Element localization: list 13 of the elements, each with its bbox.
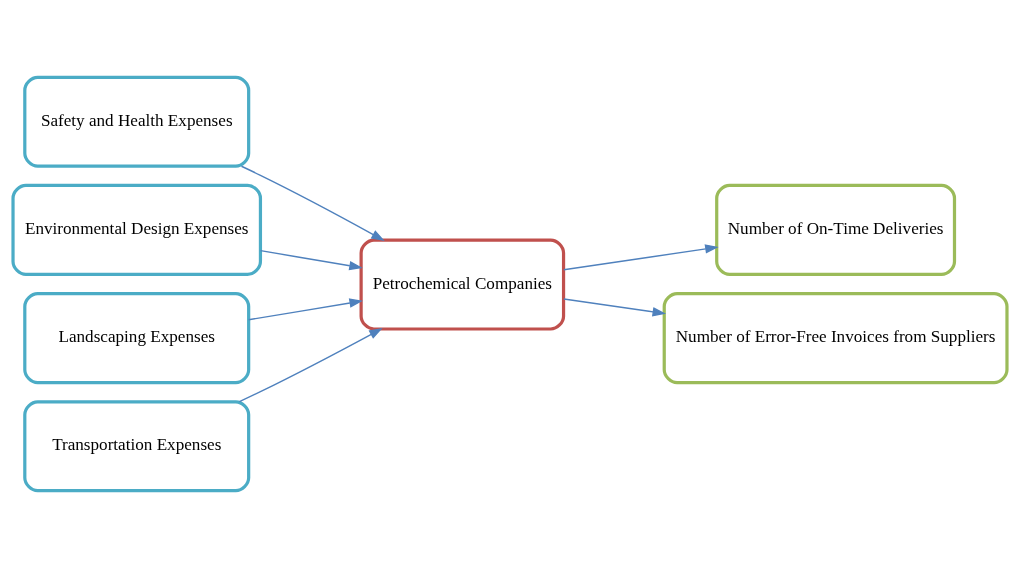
node-box: Number of On-Time Deliveries [715,183,957,276]
arrow [563,297,667,316]
node-box: Number of Error-Free Invoices from Suppliers [662,291,1009,384]
node-box: Landscaping Expenses [23,291,251,384]
node-box: Safety and Health Expenses [23,75,251,168]
arrow [238,327,383,402]
node-box: Petrochemical Companies [359,238,566,331]
arrow [240,165,385,241]
arrow [247,297,363,320]
arrow [563,243,719,270]
arrow [259,249,363,270]
node-box: Environmental Design Expenses [11,183,263,276]
node-box: Transportation Expenses [23,399,251,492]
